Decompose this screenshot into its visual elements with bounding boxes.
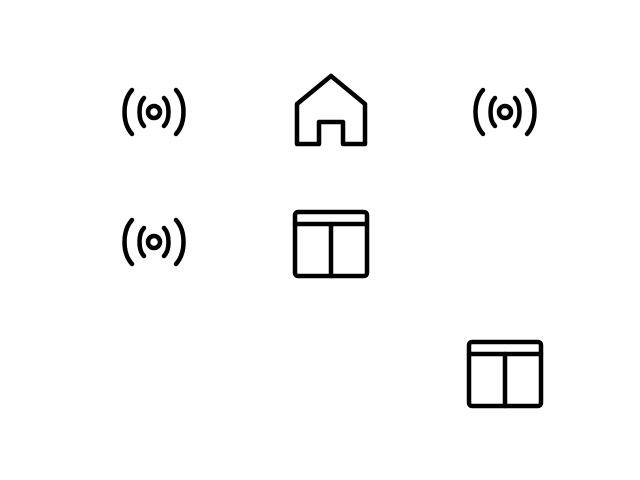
layout-icon[interactable]	[463, 330, 547, 414]
broadcast-icon[interactable]	[112, 200, 196, 284]
broadcast-icon[interactable]	[112, 70, 196, 154]
layout-icon[interactable]	[289, 200, 373, 284]
broadcast-icon[interactable]	[463, 70, 547, 154]
home-icon[interactable]	[289, 70, 373, 154]
